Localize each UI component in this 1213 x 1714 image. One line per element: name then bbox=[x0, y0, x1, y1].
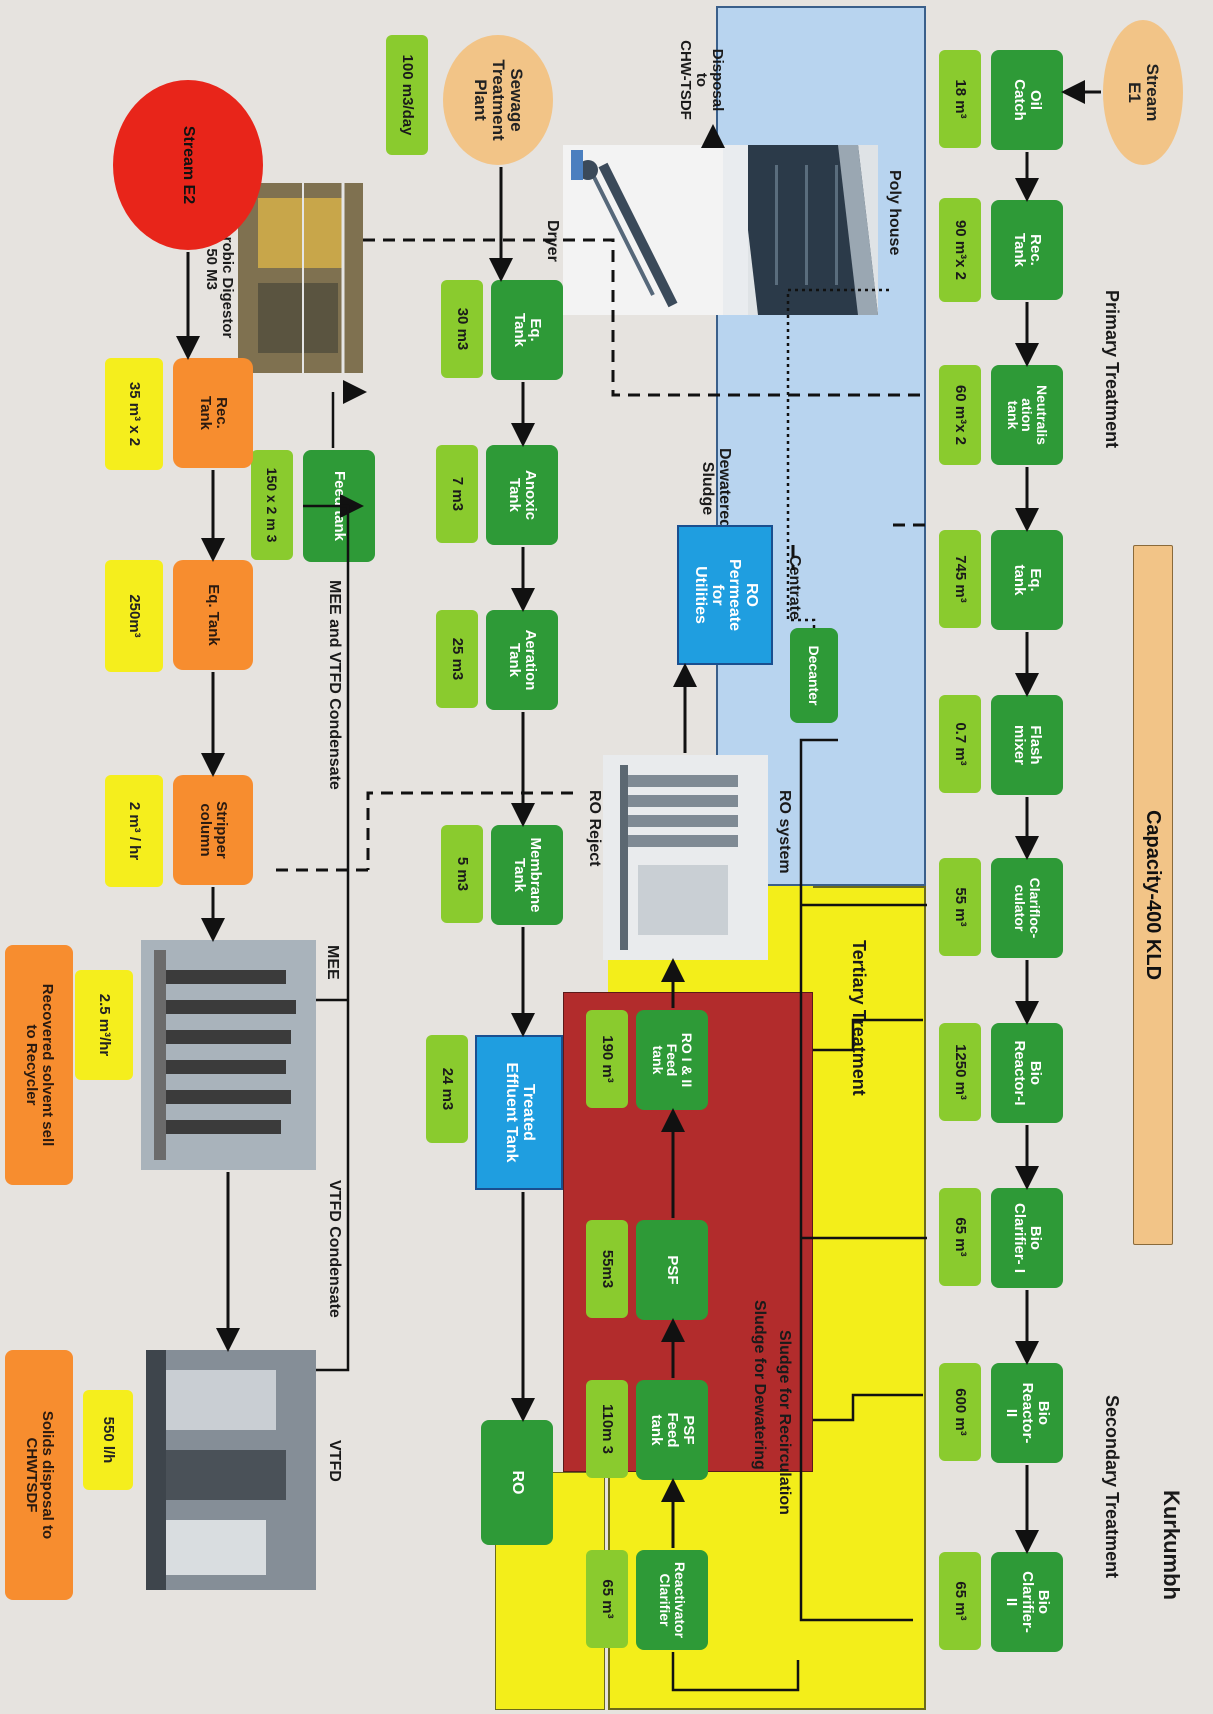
sludge-line bbox=[813, 1018, 923, 1052]
sludge-line bbox=[813, 1393, 923, 1422]
condensate-line bbox=[303, 504, 350, 1372]
vtfd-illustration bbox=[146, 1350, 316, 1590]
mee-illustration bbox=[141, 940, 316, 1170]
dashed-connector bbox=[366, 791, 573, 870]
dotted-connector bbox=[786, 288, 893, 628]
anaerobic-digestor-illustration bbox=[238, 183, 363, 373]
ro-system-illustration bbox=[603, 755, 768, 960]
dashed-connector bbox=[363, 238, 927, 397]
sludge-line bbox=[799, 738, 913, 1622]
ro-system-photo bbox=[603, 755, 768, 960]
vtfd-photo bbox=[146, 1350, 316, 1590]
poly-house-illustration bbox=[723, 145, 878, 315]
mee-photo bbox=[141, 940, 316, 1170]
sludge-line bbox=[671, 1652, 800, 1692]
dryer-illustration bbox=[563, 145, 723, 315]
dryer-photo bbox=[563, 145, 723, 315]
poly-house-photo bbox=[723, 145, 878, 315]
anaerobic-digestor-photo bbox=[238, 183, 363, 373]
